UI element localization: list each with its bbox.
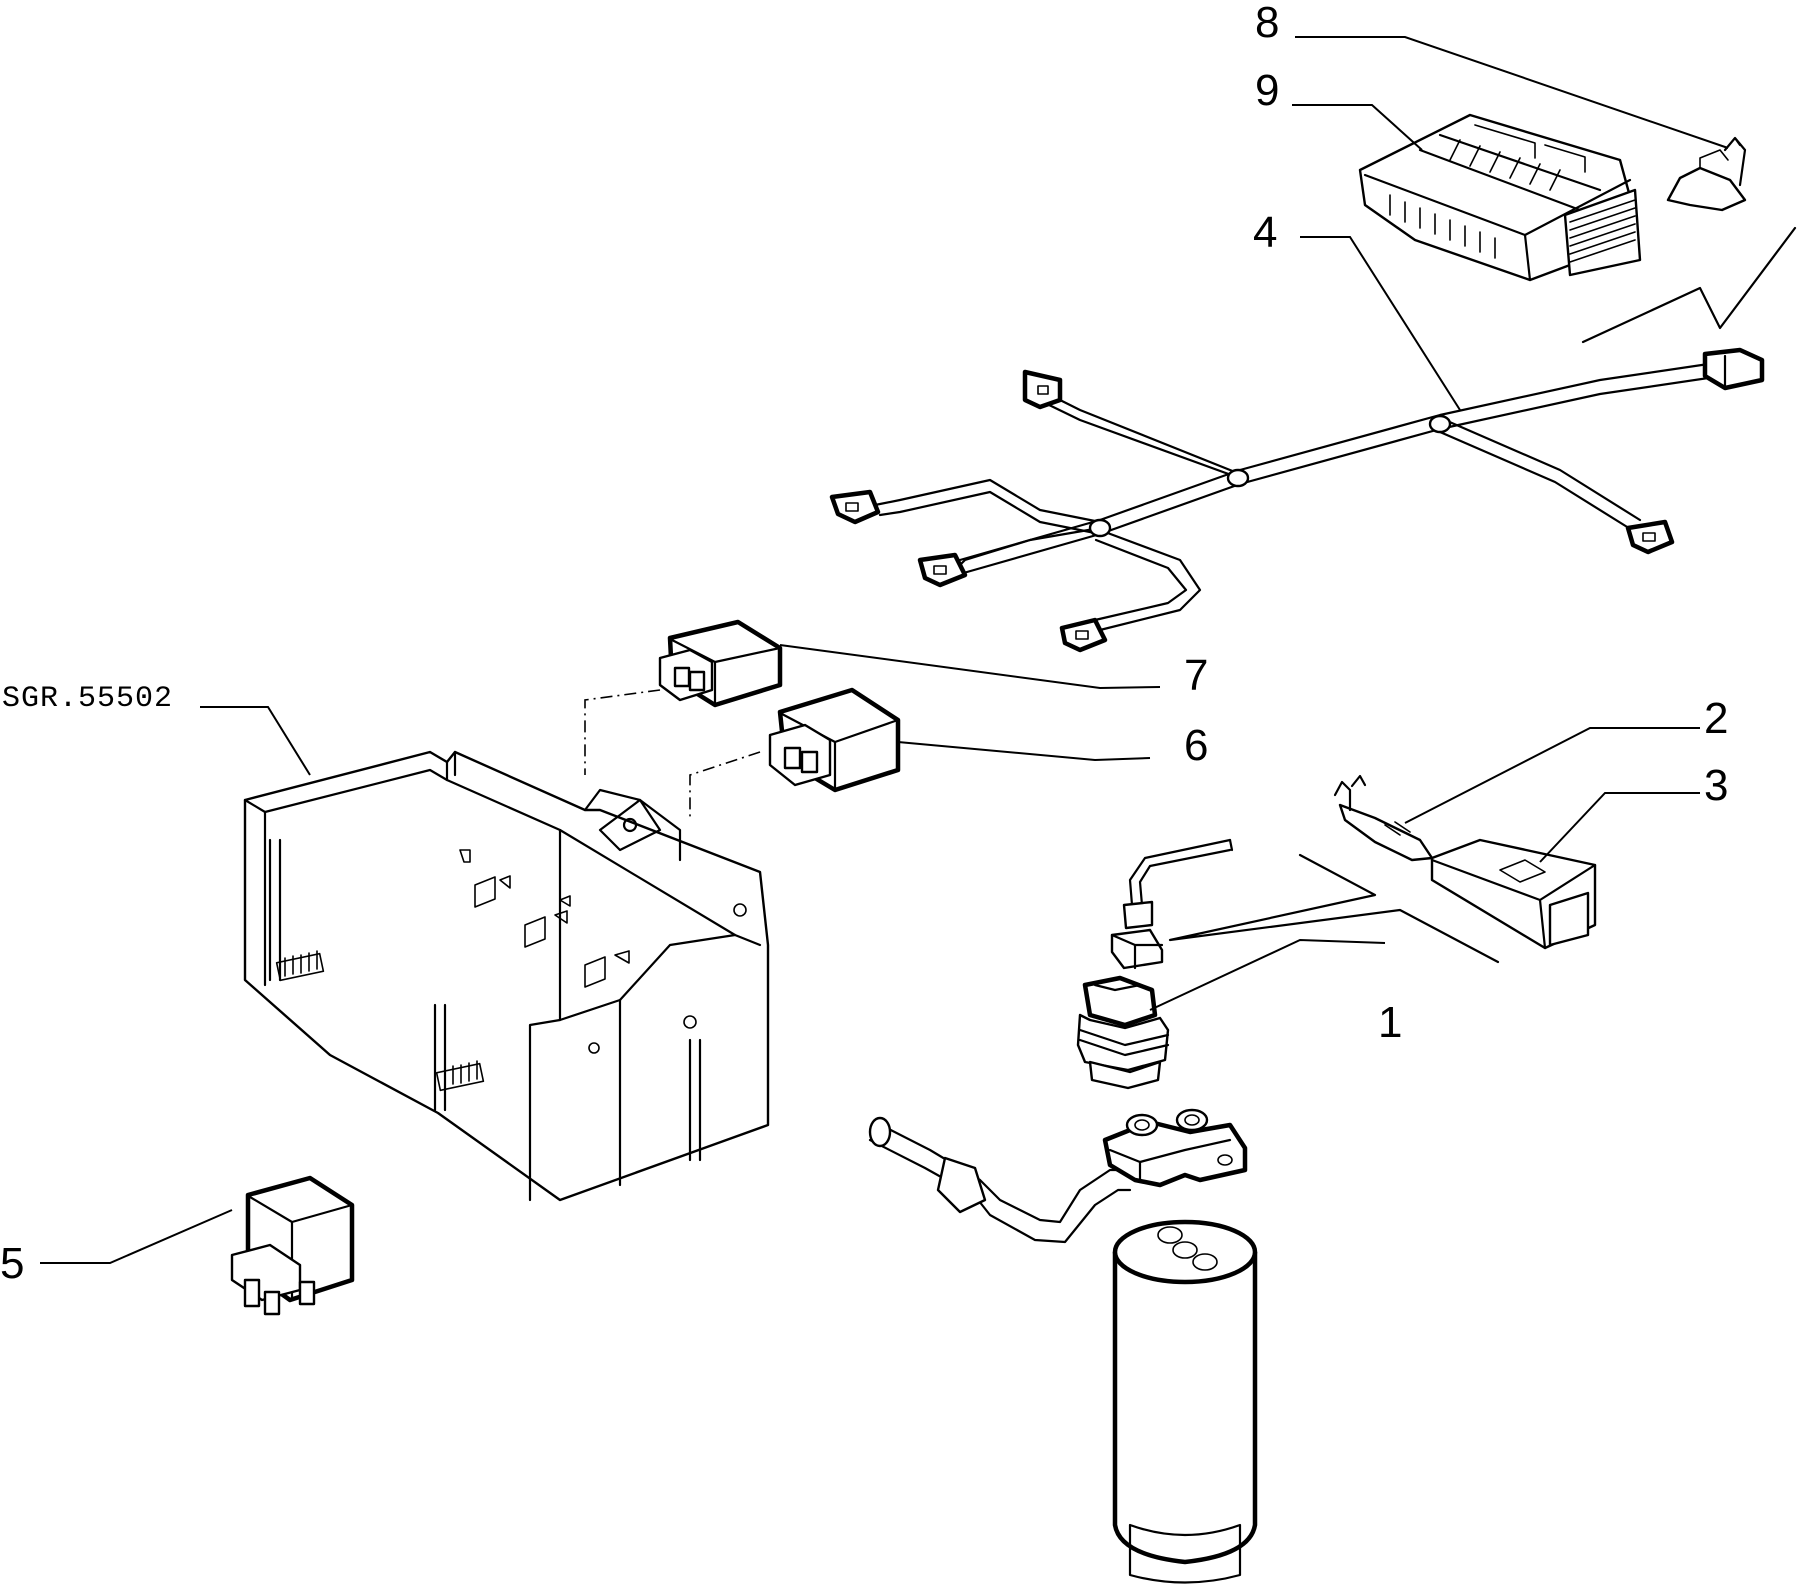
drawing-code-label: SGR.55502 (2, 682, 173, 716)
assembly-line (584, 689, 661, 775)
harness-connector (829, 489, 881, 525)
harness-connector (917, 552, 968, 588)
pressure-switch (1076, 975, 1170, 1090)
callout-9: 9 (1255, 66, 1279, 115)
relay-5 (230, 1175, 355, 1316)
harness-connector (1022, 369, 1063, 410)
callout-4: 4 (1253, 208, 1277, 257)
connector-housing (1430, 838, 1597, 950)
reference-arrow (1168, 853, 1500, 964)
callout-1: 1 (1378, 998, 1402, 1047)
terminal-clip (1666, 136, 1747, 212)
multi-pin-connector (1358, 113, 1642, 282)
callout-8: 8 (1255, 0, 1279, 47)
callout-7: 7 (1184, 651, 1208, 700)
wiring-harness (829, 226, 1797, 653)
assembly-line (689, 751, 761, 820)
harness-connector (1059, 617, 1108, 653)
callout-6: 6 (1184, 721, 1208, 770)
threaded-stud (435, 1060, 485, 1092)
harness-main-connector (1702, 347, 1765, 391)
relay-7 (658, 619, 783, 708)
threaded-stud (275, 950, 325, 982)
callout-2: 2 (1704, 694, 1728, 743)
harness-connector (1625, 519, 1675, 555)
callout-5: 5 (0, 1239, 24, 1288)
leader-lines (40, 36, 1729, 1264)
terminal-2 (1333, 774, 1434, 862)
callout-3: 3 (1704, 761, 1728, 810)
sensor-lead-plug (1110, 838, 1234, 970)
receiver-drier (868, 1108, 1258, 1584)
relay-mounting-bracket (243, 750, 770, 1202)
relay-6 (768, 687, 901, 793)
